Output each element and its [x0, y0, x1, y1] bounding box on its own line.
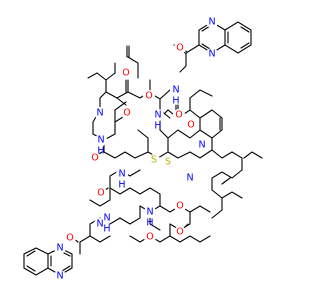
oxygen-atom: O: [185, 119, 197, 131]
svg-text:N: N: [172, 85, 179, 96]
structure-svg: O O O O O O O O O O O O N N N N N N N N …: [23, 16, 263, 282]
svg-text:H: H: [146, 218, 153, 229]
svg-text:H: H: [97, 146, 104, 157]
svg-text:S: S: [151, 155, 157, 166]
svg-text:O: O: [123, 108, 130, 119]
nitrogen-atom: N: [116, 168, 128, 180]
svg-text:O: O: [175, 110, 182, 121]
svg-text:N: N: [208, 49, 215, 60]
oxygen-atom: O: [174, 200, 186, 212]
hydrogen-label: H: [154, 121, 161, 132]
oxygen-atom: O: [174, 42, 186, 54]
svg-text:H: H: [103, 224, 110, 235]
svg-text:N: N: [103, 213, 110, 224]
svg-text:H: H: [154, 121, 161, 132]
nitrogen-atom: N: [196, 139, 208, 151]
nitrogen-atom: N: [152, 109, 164, 121]
nitrogen-atom: N: [170, 84, 182, 96]
oxygen-atom: O: [144, 231, 156, 243]
nitrogen-atom: N: [95, 134, 107, 146]
svg-text:N: N: [208, 17, 215, 28]
nitrogen-atom: N: [94, 107, 106, 119]
svg-text:O: O: [91, 153, 98, 164]
oxygen-atom: O: [120, 67, 132, 79]
svg-text:O: O: [145, 91, 152, 102]
svg-text:S: S: [165, 157, 171, 168]
svg-text:O: O: [187, 120, 194, 131]
oxygen-atom: O: [121, 107, 133, 119]
oxygen-atom: O: [89, 152, 101, 164]
nitrogen-atom: N: [54, 270, 66, 282]
hydrogen-label: H: [146, 218, 153, 229]
atom-labels: O O O O O O O O O O O O N N N N N N N N …: [54, 16, 218, 282]
svg-text:N: N: [118, 169, 125, 180]
svg-text:O: O: [66, 233, 73, 244]
nitrogen-atom: N: [206, 16, 218, 28]
hydrogen-label: H: [172, 96, 179, 107]
svg-text:N: N: [198, 140, 205, 151]
oxygen-atom: O: [143, 90, 155, 102]
svg-text:O: O: [97, 188, 104, 199]
svg-text:H: H: [172, 96, 179, 107]
molecule-diagram: O O O O O O O O O O O O N N N N N N N N …: [23, 16, 263, 282]
svg-text:O: O: [176, 227, 183, 238]
svg-text:O: O: [176, 43, 183, 54]
oxygen-atom: O: [95, 187, 107, 199]
svg-text:N: N: [96, 108, 103, 119]
oxygen-atom: O: [174, 226, 186, 238]
oxygen-atom: O: [173, 109, 185, 121]
svg-text:O: O: [176, 201, 183, 212]
svg-text:N: N: [146, 207, 153, 218]
nitrogen-atom: N: [94, 218, 106, 230]
svg-text:H: H: [118, 180, 125, 191]
nitrogen-atom: N: [184, 172, 196, 184]
svg-text:O: O: [122, 68, 129, 79]
sulfur-atom: S: [148, 154, 160, 166]
nitrogen-atom: N: [54, 242, 66, 254]
nitrogen-atom: N: [206, 48, 218, 60]
svg-text:N: N: [186, 173, 193, 184]
hydrogen-label: H: [97, 146, 104, 157]
svg-text:O: O: [146, 232, 153, 243]
hydrogen-label: H: [103, 224, 110, 235]
nitrogen-atom: N: [144, 206, 156, 218]
bond-lines: [23, 21, 263, 276]
svg-text:N: N: [97, 135, 104, 146]
sulfur-atom: S: [162, 156, 174, 168]
svg-text:N: N: [154, 110, 161, 121]
hydrogen-label: H: [118, 180, 125, 191]
oxygen-atom: O: [64, 232, 76, 244]
svg-text:N: N: [56, 271, 63, 282]
svg-text:N: N: [56, 243, 63, 254]
svg-text:N: N: [96, 219, 103, 230]
